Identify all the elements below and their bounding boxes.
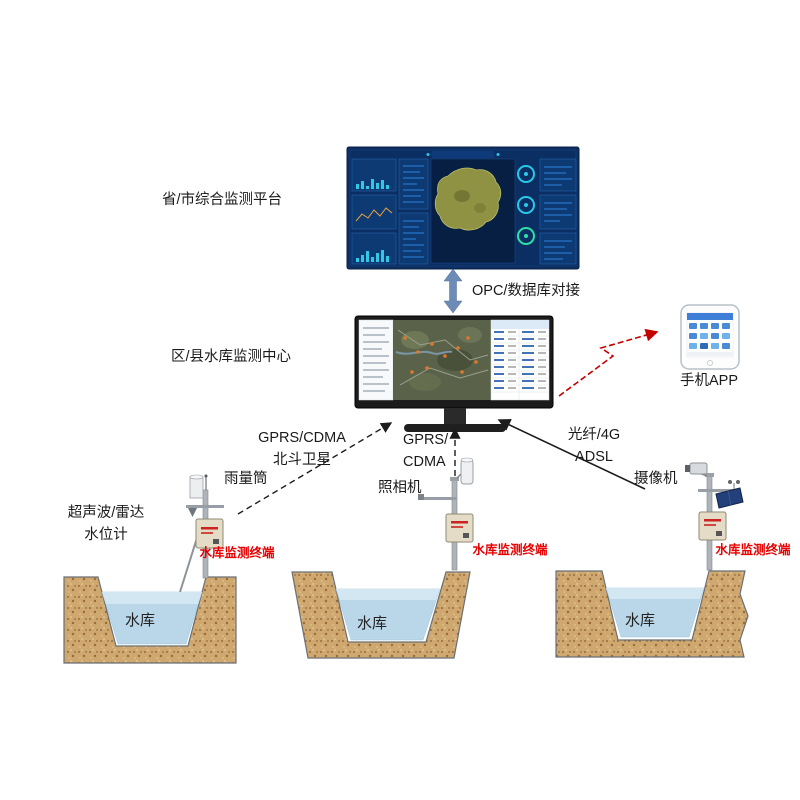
station-right <box>685 462 744 571</box>
monitor-layer-panel <box>358 319 394 401</box>
monitor-layer-rows <box>363 327 389 392</box>
phone-app-label: 手机APP <box>679 373 739 389</box>
station-middle <box>418 457 474 571</box>
phone-header-bar <box>687 313 733 320</box>
reservoir-right-soil <box>555 570 749 658</box>
terminal-label-right: 水库监测终端 <box>715 543 791 557</box>
dashboard-screen <box>346 146 580 270</box>
link-right-label: 光纤/4G ADSL <box>568 425 620 469</box>
platform-label: 省/市综合监测平台 <box>161 192 283 208</box>
reservoir-middle <box>291 571 471 659</box>
mobile-phone <box>680 304 740 370</box>
monitor-map-terrain <box>395 327 489 391</box>
monitor-table-gridlines <box>491 329 549 400</box>
link-left-line2: 北斗卫星 <box>272 451 331 468</box>
station-left-crossarm <box>186 505 224 508</box>
camera-label: 照相机 <box>378 480 422 496</box>
link-right-line2: ADSL <box>575 448 613 465</box>
reservoir-right <box>555 570 749 658</box>
reservoir-label-middle: 水库 <box>356 615 388 632</box>
link-right-line1: 光纤/4G <box>567 427 621 443</box>
reservoir-middle-water-surface <box>336 589 440 600</box>
link-mid-line2: CDMA <box>403 453 446 470</box>
link-mid-label: GPRS/ CDMA <box>403 430 448 474</box>
camera-cylinder <box>460 459 474 485</box>
station-right-crossarm <box>698 489 738 492</box>
link-left-line1: GPRS/CDMA <box>258 430 346 446</box>
reservoir-label-left: 水库 <box>124 612 156 629</box>
reservoir-left <box>63 576 237 664</box>
water-level-line2: 水位计 <box>84 526 128 543</box>
dashboard-titlebar <box>432 151 494 158</box>
reservoir-middle-soil <box>291 571 471 659</box>
link-left-label: GPRS/CDMA 北斗卫星 <box>258 428 346 472</box>
terminal-label-left: 水库监测终端 <box>199 546 275 560</box>
opc-link-label: OPC/数据库对接 <box>472 283 580 299</box>
station-left <box>179 474 224 593</box>
phone-app-grid <box>687 323 733 356</box>
ultrasonic-sensor <box>188 508 197 517</box>
video-camera-label: 摄像机 <box>634 471 678 487</box>
monitor-stand-neck <box>444 408 466 424</box>
water-level-label: 超声波/雷达 水位计 <box>68 503 145 547</box>
arrow-right-fiber <box>497 418 646 490</box>
terminal-label-middle: 水库监测终端 <box>472 543 548 557</box>
video-camera-body <box>689 462 708 475</box>
monitor-table-values <box>494 331 546 389</box>
water-level-line1: 超声波/雷达 <box>67 505 145 521</box>
link-mid-line1: GPRS/ <box>403 432 449 448</box>
monitor-screen <box>354 315 554 432</box>
rain-gauge-cylinder <box>189 476 204 499</box>
reservoir-label-right: 水库 <box>624 612 656 629</box>
station-middle-sensor <box>418 494 424 500</box>
rain-gauge-label: 雨量筒 <box>224 471 268 487</box>
center-label: 区/县水库监测中心 <box>170 349 292 365</box>
station-middle-crossarm <box>423 497 457 500</box>
reservoir-right-water-surface <box>606 588 704 599</box>
reservoir-left-water-surface <box>102 592 202 604</box>
arrow-to-phone <box>558 328 659 397</box>
monitor-table-header <box>491 320 549 329</box>
phone-home-button <box>707 360 713 366</box>
video-camera-lens <box>685 465 690 472</box>
opc-double-arrow <box>443 268 463 314</box>
